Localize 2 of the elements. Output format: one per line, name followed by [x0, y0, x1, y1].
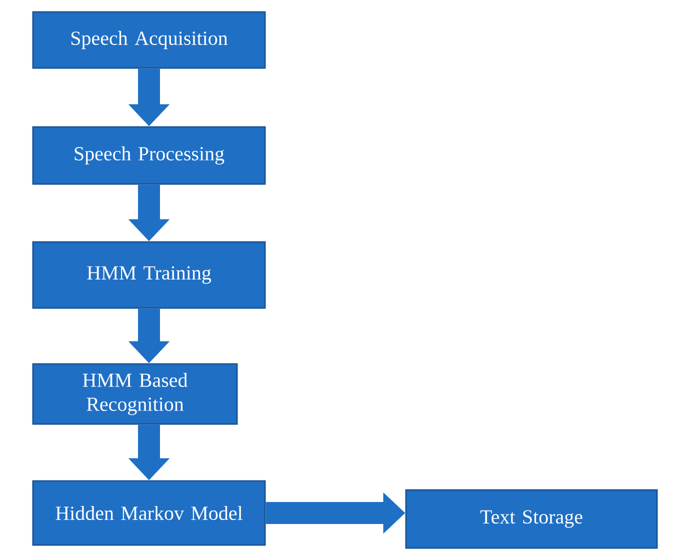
process-box: Text Storage [405, 489, 658, 549]
process-box: Speech Acquisition [32, 11, 266, 69]
